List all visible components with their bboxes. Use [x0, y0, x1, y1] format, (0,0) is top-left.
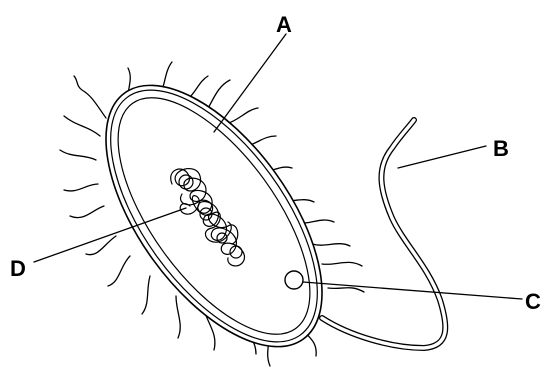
pilus: [108, 256, 130, 286]
granule-c: [285, 271, 303, 289]
pilus: [64, 116, 100, 136]
pilus: [176, 296, 180, 338]
pilus: [312, 244, 350, 246]
leader-line-c: [303, 282, 522, 299]
pilus: [142, 276, 150, 314]
leader-line-b: [398, 146, 486, 168]
label-c: C: [525, 289, 541, 314]
pilus: [60, 150, 96, 160]
pilus: [64, 184, 98, 191]
label-d: D: [10, 256, 26, 281]
pilus: [70, 206, 104, 218]
flagellum: [322, 120, 445, 348]
pilus: [328, 288, 364, 292]
pilus: [74, 76, 106, 118]
label-b: B: [493, 136, 509, 161]
pilus: [322, 262, 362, 266]
pilus: [226, 108, 258, 124]
label-a: A: [276, 12, 292, 37]
